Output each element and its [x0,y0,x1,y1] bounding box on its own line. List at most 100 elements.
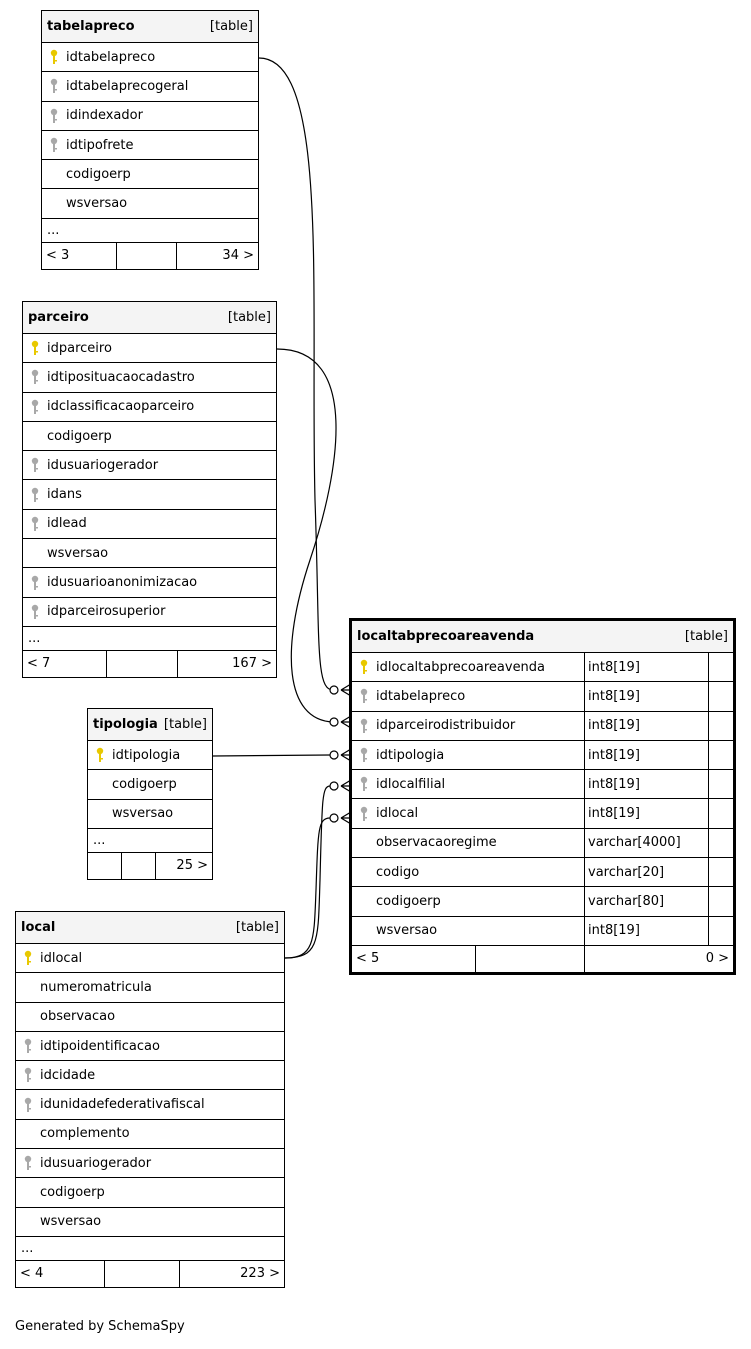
children-count[interactable]: 223 > [240,1266,280,1282]
children-count[interactable]: 167 > [232,656,272,672]
column-row[interactable]: idtabelaprecogeral [42,72,258,102]
table-localtabprecoareavenda[interactable]: localtabprecoareavenda [table] idlocalta… [349,618,736,975]
column-name: codigoerp [47,428,112,444]
column-name: observacao [40,1009,116,1025]
column-name: idtabelapreco [376,688,466,704]
column-extra-cell [708,858,733,887]
parents-count[interactable]: < 3 [42,242,117,269]
relation-end-circle [329,781,339,791]
foreign-key-icon [352,688,376,704]
foreign-key-icon [16,1038,40,1054]
column-row[interactable]: complemento [16,1120,284,1150]
column-row[interactable]: idusuariogerador [23,451,276,481]
column-row[interactable]: idparceiro [23,334,276,364]
foreign-key-icon [352,806,376,822]
foreign-key-icon [42,137,66,153]
column-name: wsversao [66,196,128,212]
relation-tipologia [212,754,331,757]
column-name: idusuarioanonimizacao [47,575,198,591]
column-row[interactable]: idtipofrete [42,131,258,161]
foreign-key-icon [352,776,376,792]
column-row[interactable]: idcidade [16,1061,284,1091]
generated-by-credit: Generated by SchemaSpy [15,1319,185,1334]
column-row[interactable]: codigoerp [23,422,276,452]
column-row[interactable]: wsversao [16,1208,284,1237]
parents-count[interactable]: < 7 [23,650,107,677]
column-name: idans [47,487,82,503]
parents-count[interactable]: < 5 [352,945,476,972]
column-type: varchar[4000] [584,828,708,858]
children-count[interactable]: 0 > [705,951,729,967]
column-row[interactable]: codigoerp [88,770,212,800]
column-name: idclassificacaoparceiro [47,399,195,415]
column-row[interactable]: idindexador [42,102,258,131]
column-name: idtipoidentificacao [40,1038,160,1054]
column-row[interactable]: idtipositua­caocadastro [23,363,276,393]
parents-count[interactable] [88,852,122,879]
column-row[interactable]: idunidadefederativafiscal [16,1090,284,1120]
foreign-key-icon [16,1097,40,1113]
primary-key-icon [42,49,66,65]
column-row[interactable]: codigoerp [16,1178,284,1208]
column-name: idtipologia [112,747,181,763]
column-row[interactable]: idusuarioanonimizacao [23,568,276,598]
column-row[interactable]: idusuariogerador [16,1149,284,1179]
table-name: local [21,920,56,935]
foreign-key-icon [42,78,66,94]
column-name: wsversao [40,1214,102,1230]
column-row[interactable]: wsversao [42,189,258,219]
column-row[interactable]: idlead [23,510,276,540]
relation-end-circle [329,813,339,823]
table-name: parceiro [28,310,89,325]
primary-key-icon [352,659,376,675]
column-extra-cell [708,653,733,682]
children-count[interactable]: 34 > [222,248,254,264]
column-extra-cell [708,799,733,828]
column-row[interactable]: idans [23,480,276,510]
column-extra-cell [708,770,733,799]
column-name: observacaoregime [376,835,497,851]
table-name: tabelapreco [47,19,135,34]
column-name: idlocaltabprecoareavenda [376,659,546,675]
children-count[interactable]: 25 > [176,858,208,874]
footer-middle [105,1260,180,1287]
foreign-key-icon [23,604,47,620]
table-header: local [table] [16,912,284,944]
column-row[interactable]: idtabelapreco [42,43,258,73]
column-row[interactable]: observacao [16,1003,284,1032]
parents-count[interactable]: < 4 [16,1260,105,1287]
foreign-key-icon [23,457,47,473]
relation-end-circle [329,685,339,695]
footer-middle [117,242,177,269]
column-extra-cell [708,682,733,711]
column-name: idparceiro [47,340,112,356]
column-row[interactable]: wsversao [23,539,276,569]
column-name: complemento [40,1126,130,1142]
column-row[interactable]: idlocal [16,944,284,974]
column-row[interactable]: numeromatricula [16,973,284,1003]
column-row[interactable]: codigoerp [42,160,258,190]
column-row[interactable]: observacaoregime varchar[4000] [352,828,733,859]
foreign-key-icon [16,1067,40,1083]
column-row[interactable]: idclassificacaoparceiro [23,393,276,422]
column-row[interactable]: wsversao [88,800,212,829]
column-type: varchar[80] [584,887,708,916]
column-row[interactable]: idtipoidentificacao [16,1032,284,1062]
column-name: codigoerp [112,776,177,792]
column-row[interactable]: idparceirosuperior [23,598,276,627]
column-row[interactable]: idtipologia [88,741,212,771]
column-name: idindexador [66,108,143,124]
